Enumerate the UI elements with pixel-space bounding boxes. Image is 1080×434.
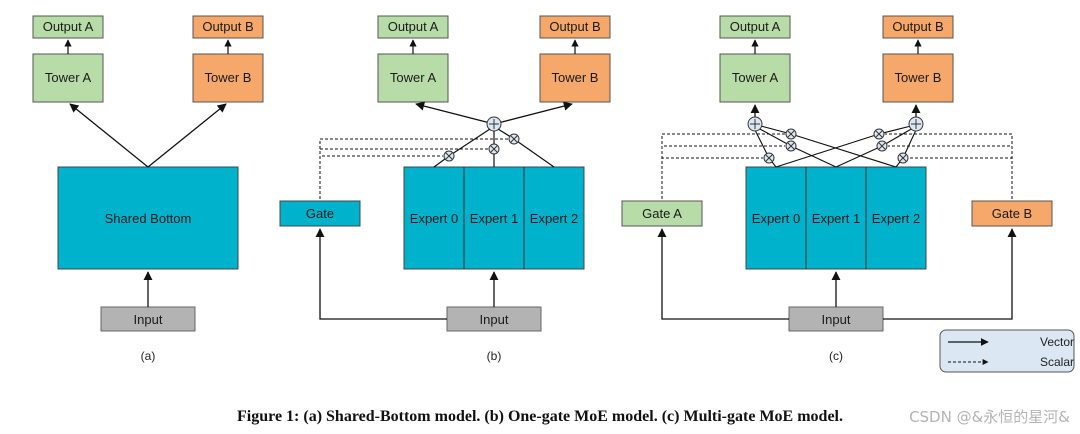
- tower-a-label: Tower A: [45, 70, 92, 85]
- sum-node-icon: [908, 116, 924, 132]
- gate-b-box: [971, 200, 1053, 227]
- input-label: Input: [822, 312, 851, 327]
- multiply-node-icon: [508, 133, 520, 145]
- output-b-box: [882, 15, 954, 39]
- output-b-label: Output B: [549, 19, 600, 34]
- moe-diagram: Output A Output B Tower A Tower B Shared…: [32, 15, 1075, 373]
- tower-a-box: [377, 53, 449, 103]
- gate-b-scalar-line: [909, 157, 1013, 199]
- tower-b-label: Tower B: [205, 70, 252, 85]
- expert-2-output-line: [513, 138, 555, 168]
- multiply-node-icon: [785, 128, 797, 140]
- sum-node-icon: [747, 116, 763, 132]
- expert-2-label: Expert 2: [530, 211, 578, 226]
- sum-to-tower-a-arrow: [415, 101, 495, 125]
- sum-to-tower-b-arrow: [493, 101, 573, 125]
- expert-line: [775, 133, 880, 168]
- multiply-node-icon: [488, 143, 500, 155]
- expert-1-label: Expert 1: [470, 211, 518, 226]
- output-b-box: [539, 15, 611, 39]
- multiply-node-icon: [897, 152, 909, 164]
- panel-c: Output A Output B Tower A Tower B Expert…: [621, 15, 1053, 363]
- panel-a: Output A Output B Tower A Tower B Shared…: [32, 15, 264, 363]
- scalar-legend-label: Scalar: [1040, 355, 1074, 369]
- watermark: CSDN @&永恒的星河&: [909, 408, 1070, 426]
- input-label: Input: [134, 312, 163, 327]
- multiply-node-icon: [763, 152, 775, 164]
- output-a-label: Output A: [388, 19, 439, 34]
- tower-a-label: Tower A: [390, 70, 437, 85]
- tower-b-box: [882, 53, 954, 103]
- experts-block: [745, 166, 927, 270]
- vector-legend-label: Vector: [1040, 335, 1074, 349]
- tower-a-box: [32, 53, 104, 103]
- figure-caption: Figure 1: (a) Shared-Bottom model. (b) O…: [237, 408, 843, 425]
- shared-bottom-label: Shared Bottom: [105, 211, 192, 226]
- legend: Vector Scalar: [939, 329, 1075, 373]
- tower-b-label: Tower B: [552, 70, 599, 85]
- multiply-node-icon: [876, 140, 888, 152]
- mult-0-to-sum-line: [448, 128, 491, 157]
- expert-line: [790, 133, 897, 168]
- shared-to-tower-b-arrow: [147, 103, 227, 168]
- gate-a-box: [621, 200, 703, 227]
- experts-block: [403, 166, 585, 270]
- expert-0-label: Expert 0: [752, 211, 800, 226]
- panel-b-label: (b): [487, 349, 502, 363]
- panel-a-label: (a): [141, 349, 156, 363]
- gate-box: [279, 200, 361, 227]
- output-a-label: Output A: [730, 19, 781, 34]
- output-a-box: [377, 15, 449, 39]
- expert-line: [790, 145, 837, 168]
- multiply-node-icon: [873, 128, 885, 140]
- gate-label: Gate: [306, 206, 334, 221]
- tower-b-label: Tower B: [895, 70, 942, 85]
- output-b-box: [192, 15, 264, 39]
- panel-c-label: (c): [829, 349, 843, 363]
- expert-0-label: Expert 0: [410, 211, 458, 226]
- mult-to-sum-line: [881, 127, 914, 147]
- output-a-label: Output A: [43, 19, 94, 34]
- multiply-node-icon: [443, 150, 455, 162]
- tower-a-box: [719, 53, 791, 103]
- output-b-label: Output B: [202, 19, 253, 34]
- gate-a-label: Gate A: [642, 206, 682, 221]
- tower-b-box: [192, 53, 264, 103]
- input-to-gate-b-arrow: [883, 228, 1017, 320]
- input-to-gate-a-arrow: [657, 228, 789, 320]
- expert-2-label: Expert 2: [872, 211, 920, 226]
- expert-1-label: Expert 1: [812, 211, 860, 226]
- multiply-node-icon: [785, 140, 797, 152]
- output-a-box: [719, 15, 791, 39]
- output-a-box: [32, 15, 104, 39]
- output-b-label: Output B: [892, 19, 943, 34]
- shared-bottom-box: [57, 166, 239, 270]
- input-to-gate-arrow: [315, 228, 447, 320]
- tower-a-label: Tower A: [732, 70, 779, 85]
- gate-a-scalar-line: [661, 157, 763, 199]
- input-label: Input: [480, 312, 509, 327]
- gate-scalar-line-0: [319, 155, 443, 199]
- tower-b-box: [539, 53, 611, 103]
- gate-b-label: Gate B: [992, 206, 1032, 221]
- expert-line: [835, 145, 883, 168]
- shared-to-tower-a-arrow: [69, 103, 149, 168]
- mult-to-sum-line: [757, 127, 792, 147]
- panel-b: Output A Output B Tower A Tower B Expert…: [279, 15, 611, 363]
